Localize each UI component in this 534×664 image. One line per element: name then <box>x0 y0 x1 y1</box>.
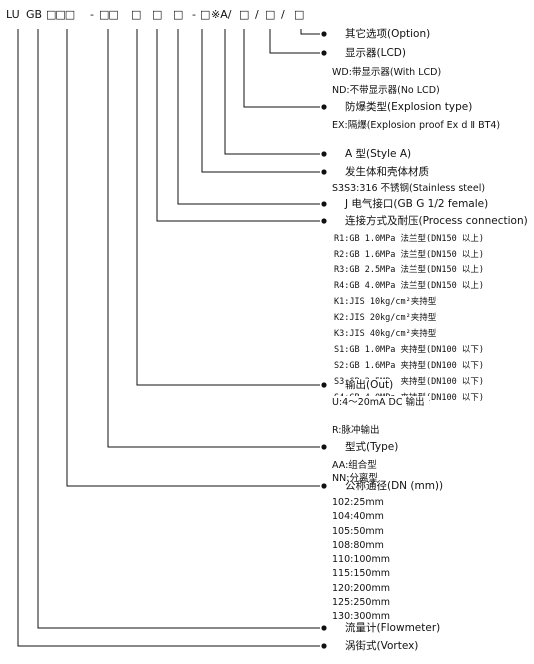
dn-option: 105:50mm <box>332 525 384 537</box>
code-dn-boxes: □□□ <box>46 8 75 21</box>
code-type-boxes: □□ <box>99 8 119 21</box>
leader-material <box>201 29 320 173</box>
flowmeter-title: 流量计(Flowmeter) <box>345 622 441 634</box>
lcd-title: 显示器(LCD) <box>345 47 406 59</box>
code-explosion-box: □ <box>239 8 250 21</box>
bullet-material <box>321 169 327 175</box>
material-option: S3S3:316 不锈钢(Stainless steel) <box>332 183 486 194</box>
leader-option <box>300 29 320 35</box>
leader-dn <box>66 29 320 487</box>
dn-option: 125:250mm <box>332 596 390 608</box>
bullet-output <box>321 382 327 388</box>
code-option-box: □ <box>294 8 305 21</box>
connection-option: S1:GB 1.0MPa 夹持型(DN100 以下) <box>334 345 484 355</box>
lcd-option: WD:带显示器(With LCD) <box>332 67 442 78</box>
leader-lcd <box>269 29 320 54</box>
leader-connection <box>156 29 320 222</box>
bullet-style <box>321 151 327 157</box>
bullet-explosion <box>321 104 327 110</box>
code-dash-2: - <box>192 8 196 21</box>
output-option: R:脉冲输出 <box>332 425 380 436</box>
dn-option: 130:300mm <box>332 611 390 622</box>
dn-option: 102:25mm <box>332 497 384 508</box>
bullet-type <box>321 444 327 450</box>
connection-title: 连接方式及耐压(Process connection) <box>345 215 528 227</box>
code-slash-1: / <box>255 8 259 21</box>
code-slash-2: / <box>281 8 285 21</box>
code-material-box: □ <box>200 8 211 21</box>
leader-flowmeter <box>37 29 320 629</box>
vortex-title: 涡街式(Vortex) <box>345 640 419 652</box>
connection-option: K1:JIS 10kg/cm²夹持型 <box>334 297 437 307</box>
output-option: U:4～20mA DC 输出 <box>332 396 429 409</box>
dn-option: 120:200mm <box>332 582 390 594</box>
explosion-option: EX:隔爆(Explosion proof Ex d Ⅱ BT4) <box>332 120 501 131</box>
connection-option: R2:GB 1.6MPa 法兰型(DN150 以上) <box>334 250 484 260</box>
code-style-mark: ※A/ <box>211 8 232 21</box>
dn-option: 115:150mm <box>332 568 390 580</box>
leader-electric <box>177 29 320 205</box>
connection-option: K3:JIS 40kg/cm²夹持型 <box>334 329 437 339</box>
type-option: NN:分离型 <box>332 473 378 484</box>
material-title: 发生体和壳体材质 <box>345 166 429 178</box>
connection-option: R3:GB 2.5MPa 法兰型(DN150 以上) <box>334 265 484 275</box>
code-connection-box: □ <box>152 8 163 21</box>
bullet-electric <box>321 201 327 207</box>
leader-output <box>136 29 320 386</box>
bullet-vortex <box>321 643 327 649</box>
electric-title: J 电气接口(GB G 1/2 female) <box>345 198 489 210</box>
code-dash-1: - <box>90 8 94 21</box>
code-lu: LU <box>6 8 20 21</box>
option-title: 其它选项(Option) <box>345 28 431 40</box>
code-lcd-box: □ <box>265 8 276 21</box>
code-output-box: □ <box>131 8 142 21</box>
style-title: A 型(Style A) <box>345 148 412 160</box>
bullet-lcd <box>321 50 327 56</box>
bullet-flowmeter <box>321 625 327 631</box>
connection-option: R4:GB 4.0MPa 法兰型(DN150 以上) <box>334 281 484 291</box>
explosion-title: 防爆类型(Explosion type) <box>345 101 473 113</box>
bullet-connection <box>321 218 327 224</box>
connection-option: S3:GB 2.5MPa 夹持型(DN100 以下) <box>334 377 484 387</box>
code-gb: GB <box>26 8 43 21</box>
code-electric-box: □ <box>173 8 184 21</box>
connection-option: S2:GB 1.6MPa 夹持型(DN100 以下) <box>334 361 484 371</box>
leader-style <box>224 29 320 155</box>
leader-explosion <box>243 29 320 108</box>
type-title: 型式(Type) <box>345 441 399 453</box>
leader-type <box>107 29 320 448</box>
lcd-option: ND:不带显示器(No LCD) <box>332 85 440 96</box>
connection-option: R1:GB 1.0MPa 法兰型(DN150 以上) <box>334 234 484 244</box>
dn-option: 104:40mm <box>332 511 384 523</box>
leader-vortex <box>17 29 320 647</box>
dn-option: 110:100mm <box>332 554 390 565</box>
type-option: AA:组合型 <box>332 460 377 471</box>
dn-title: 公称通径(DN (mm)) <box>345 480 444 492</box>
dn-option: 108:80mm <box>332 539 384 551</box>
output-title: 输出(Out) <box>345 379 398 392</box>
connection-option: K2:JIS 20kg/cm²夹持型 <box>334 313 437 323</box>
bullet-dn <box>321 483 327 489</box>
bullet-option <box>321 31 327 37</box>
